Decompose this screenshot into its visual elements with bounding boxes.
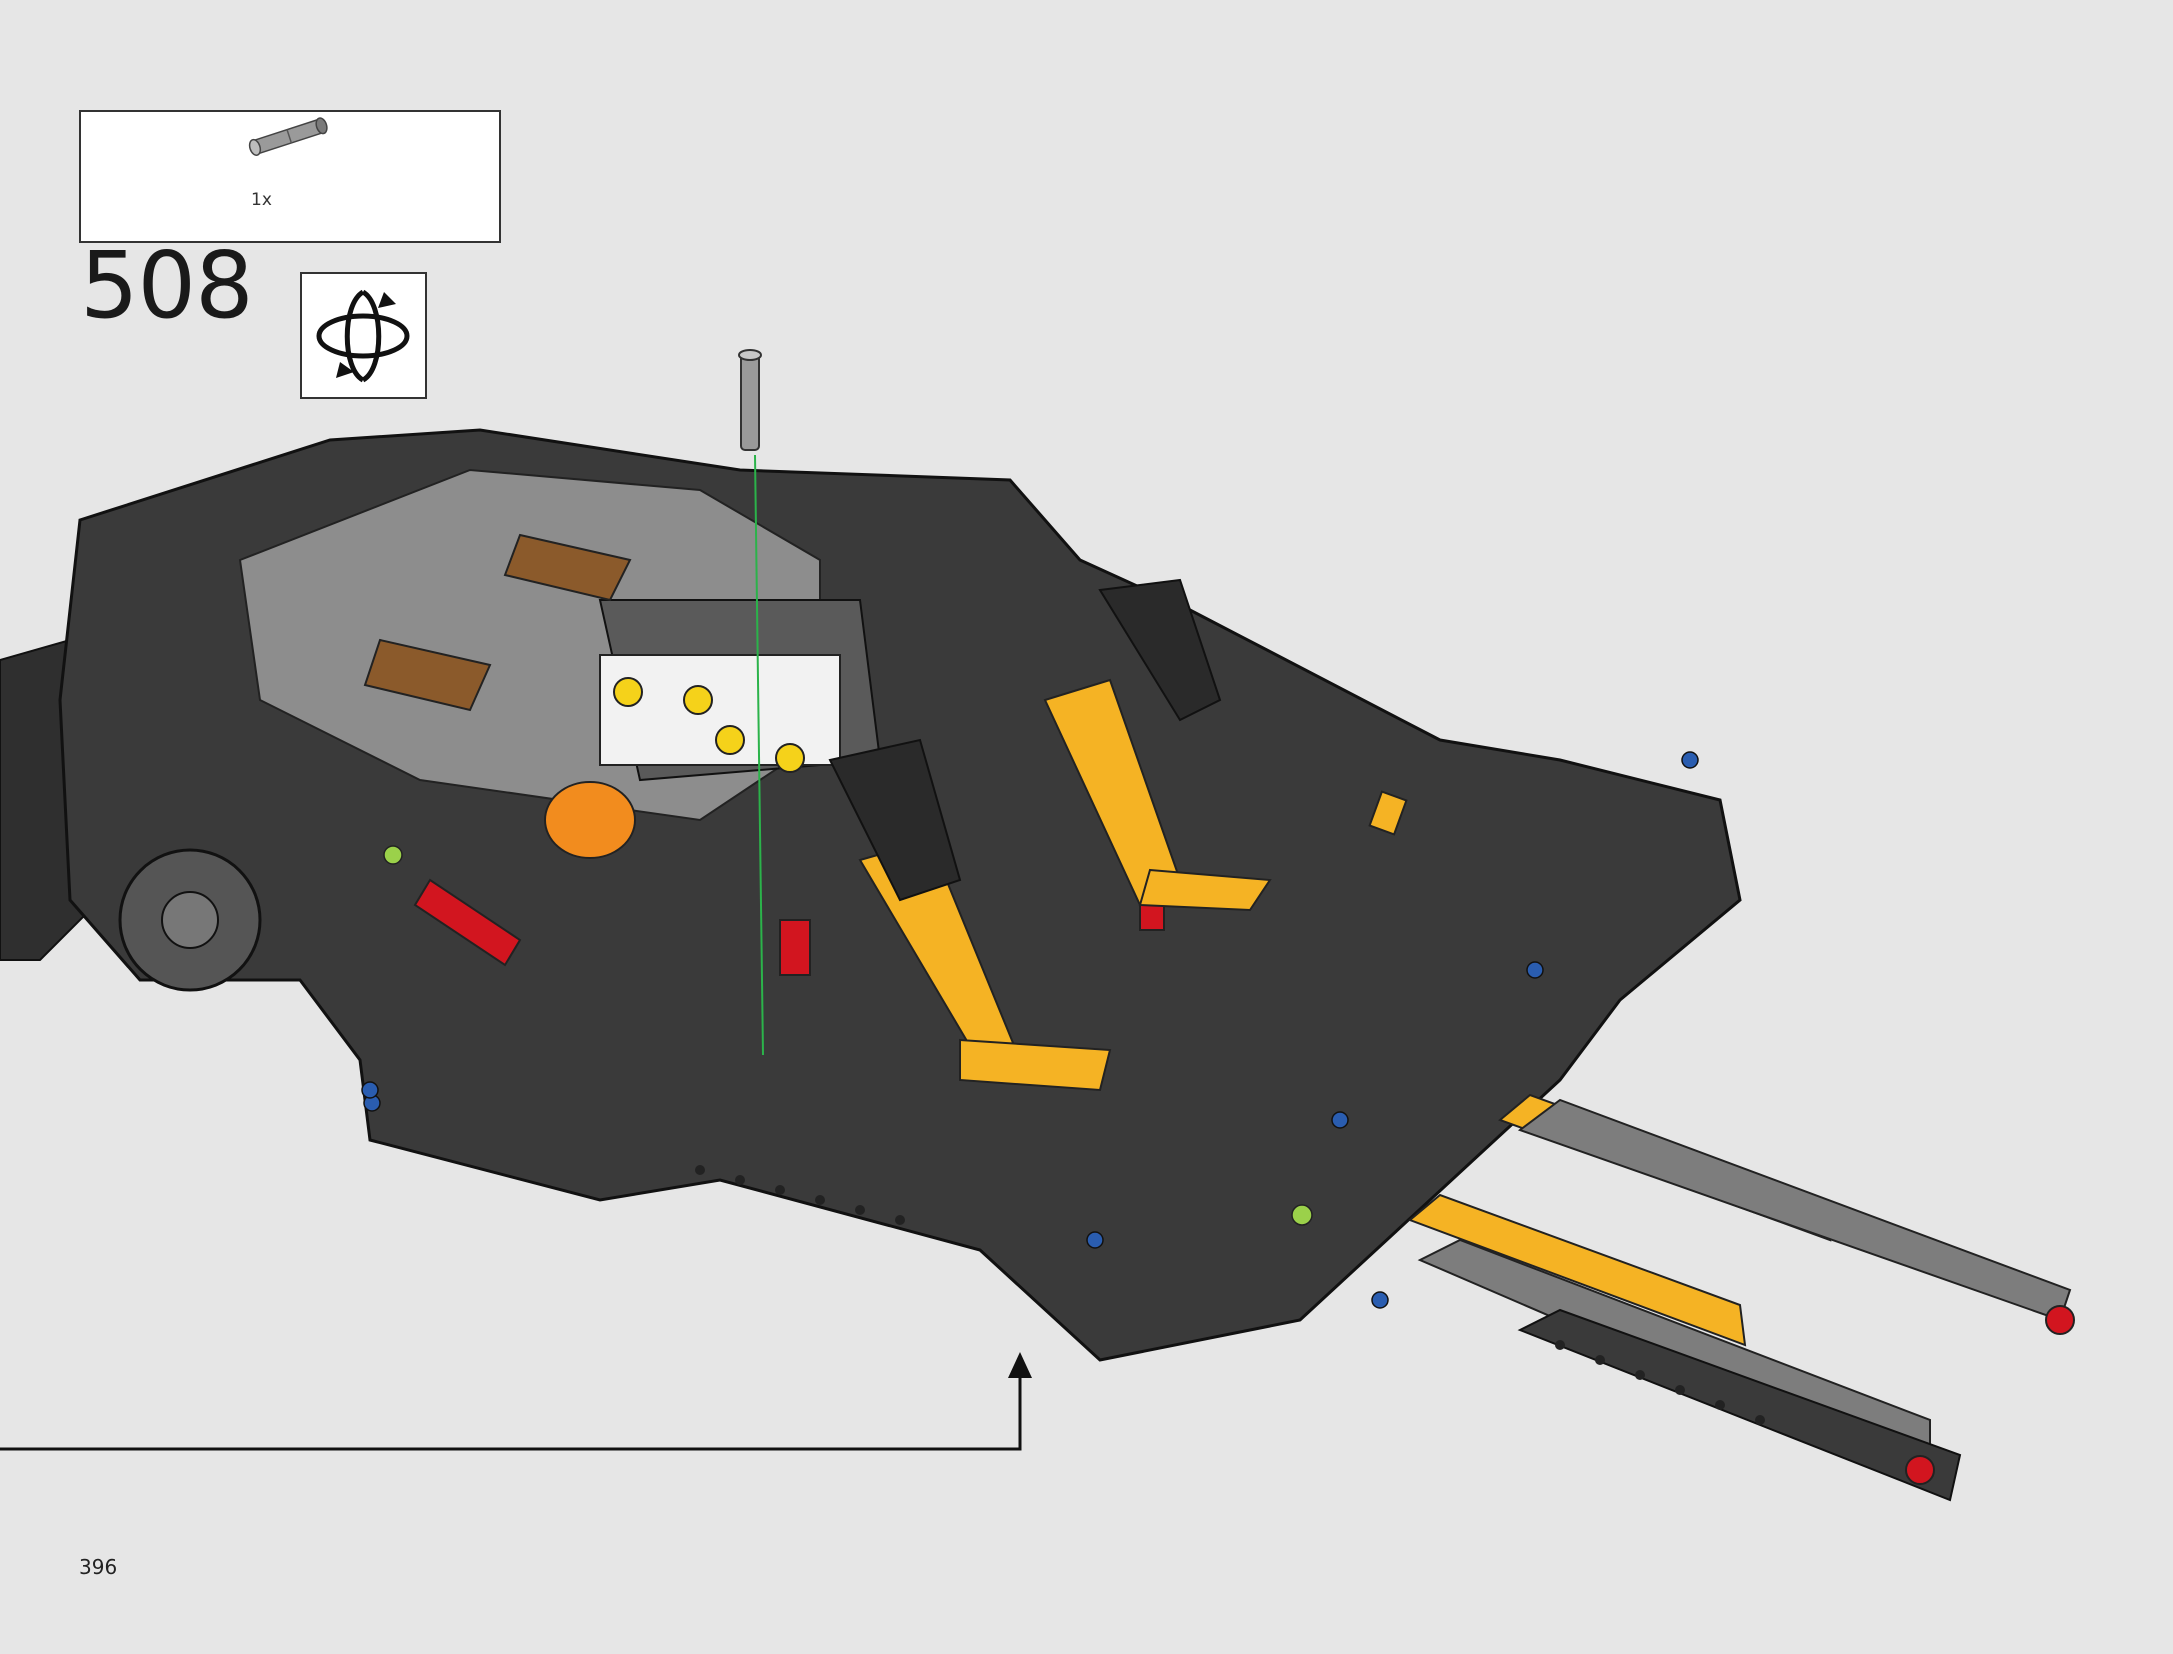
step-number: 508 <box>80 232 254 339</box>
rotate-model-icon <box>316 289 410 383</box>
page-number: 396 <box>79 1555 118 1579</box>
parts-callout: 1x <box>79 110 501 243</box>
rotate-indicator <box>300 272 427 399</box>
part-quantity: 1x <box>251 190 272 210</box>
axle-pin-icon <box>248 117 328 156</box>
